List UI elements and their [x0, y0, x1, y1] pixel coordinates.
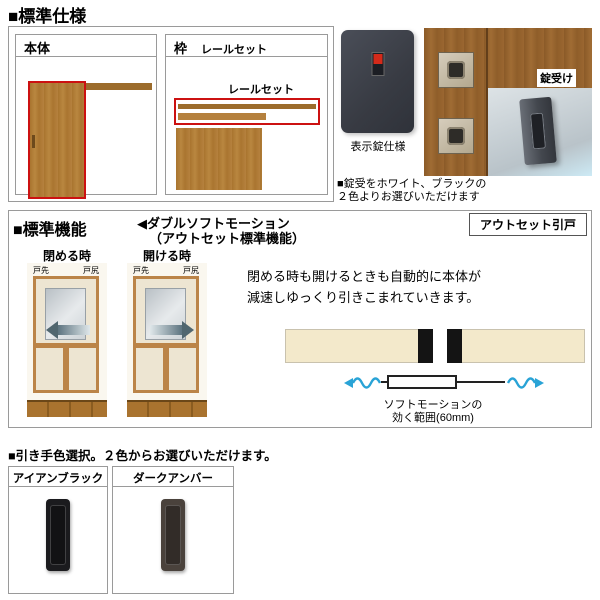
handle-color-name: ダークアンバー [113, 467, 233, 487]
receiver-note-line2: ２色よりお選びいただけます [337, 191, 480, 203]
function-description: 閉める時も開けるときも自動的に本体が 減速しゆっくり引きこまれていきます。 [247, 266, 481, 308]
description-line1: 閉める時も開けるときも自動的に本体が [247, 269, 482, 284]
rail-bar-upper [178, 104, 316, 109]
rail-cap-black [418, 329, 433, 363]
body-box-title: 本体 [16, 35, 156, 57]
frame-box-subtitle: レールセット [201, 44, 268, 56]
handle-color-heading: ■引き手色選択。２色からお選びいただけます。 [8, 449, 277, 463]
rail-callout-label: レールセット [228, 84, 294, 96]
closing-diagram: 閉める時 戸先 戸尻 [27, 247, 107, 417]
door-body-illustration [16, 57, 156, 199]
function-panel: ■標準機能 ◀ダブルソフトモーション （アウトセット標準機能） アウトセット引戸… [8, 210, 592, 428]
handle-pull-iron-black [46, 499, 70, 571]
door-panel-highlighted [28, 81, 86, 199]
opening-label: 開ける時 [142, 249, 191, 263]
door-front-label: 戸先 [133, 266, 149, 275]
soft-motion-wave-right-icon [507, 377, 544, 389]
receiver-block-slot [529, 112, 547, 150]
frame-box-header: 枠 レールセット [166, 35, 327, 57]
soft-motion-range-label: ソフトモーションの 効く範囲(60mm) [357, 399, 509, 425]
feature-subtitle: （アウトセット標準機能） [149, 231, 306, 246]
soft-motion-diagram: ソフトモーションの 効く範囲(60mm) [279, 323, 591, 427]
motion-arrow-right-icon [150, 321, 194, 339]
receiver-slot [447, 127, 465, 145]
rail-bar-lower [178, 113, 267, 120]
rail-cap-black [447, 329, 462, 363]
door-mid-rail [36, 343, 96, 348]
door-front-label: 戸先 [33, 266, 49, 275]
floor [27, 400, 107, 417]
function-heading: ■標準機能 [13, 222, 87, 239]
receiver-plate-bottom [438, 118, 474, 154]
receiver-slot [447, 61, 465, 79]
rail-highlight-red-box [174, 98, 320, 125]
rail-segment-right [447, 329, 585, 363]
handle-pull-recess [50, 505, 66, 565]
door-rear-label: 戸尻 [83, 266, 99, 275]
receiver-plate-top [438, 52, 474, 88]
description-line2: 減速しゆっくり引きこまれていきます。 [247, 290, 480, 305]
receiver-inset-photo [488, 88, 592, 176]
rail-segment-left [285, 329, 433, 363]
lock-receiver-photo [424, 28, 592, 176]
body-box: 本体 [15, 34, 157, 199]
door-mid-rail [136, 343, 196, 348]
lock-indicator [371, 52, 384, 76]
spec-heading: ■標準仕様 [8, 7, 87, 26]
closing-scene: 戸先 戸尻 [27, 263, 107, 417]
opening-diagram: 開ける時 戸先 戸尻 [127, 247, 207, 417]
range-label-line1: ソフトモーションの [383, 399, 483, 411]
door-handle-mark [32, 135, 35, 148]
outset-door-badge: アウトセット引戸 [468, 213, 587, 236]
door-illustration [133, 276, 199, 393]
soft-motion-unit [387, 375, 457, 389]
soft-motion-wave-left-icon [344, 377, 381, 389]
door-illustration [33, 276, 99, 393]
handle-pull-dark-amber [161, 499, 185, 571]
spec-panel: 本体 枠レールセット レールセット [8, 26, 334, 202]
feature-title: ◀ダブルソフトモーション （アウトセット標準機能） [137, 216, 305, 246]
frame-box: 枠レールセット レールセット [165, 34, 328, 195]
frame-box-title: 枠 [174, 41, 188, 56]
top-rail [80, 83, 152, 90]
handle-color-dark-amber: ダークアンバー [112, 466, 234, 594]
door-lower-stile [63, 348, 69, 390]
handle-pull-recess [165, 505, 181, 565]
door-rear-label: 戸尻 [183, 266, 199, 275]
lock-caption: 表示錠仕様 [350, 141, 406, 153]
indicator-lock-image [341, 30, 414, 133]
handle-color-iron-black: アイアンブラック [8, 466, 108, 594]
plank-seam [486, 28, 488, 176]
receiver-label: 錠受け [537, 69, 576, 87]
frame-door-panel [176, 128, 262, 190]
closing-label: 閉める時 [42, 249, 91, 263]
door-lower-stile [163, 348, 169, 390]
rail-illustration: レールセット [166, 57, 327, 194]
receiver-note-line1: ■錠受をホワイト、ブラックの [337, 178, 487, 190]
floor [127, 400, 207, 417]
range-label-line2: 効く範囲(60mm) [392, 412, 474, 424]
receiver-block [519, 96, 557, 166]
feature-title-line: ◀ダブルソフトモーション [137, 216, 290, 231]
receiver-color-note: ■錠受をホワイト、ブラックの ２色よりお選びいただけます [337, 178, 486, 204]
handle-color-name: アイアンブラック [9, 467, 107, 487]
opening-scene: 戸先 戸尻 [127, 263, 207, 417]
motion-arrow-left-icon [46, 321, 90, 339]
